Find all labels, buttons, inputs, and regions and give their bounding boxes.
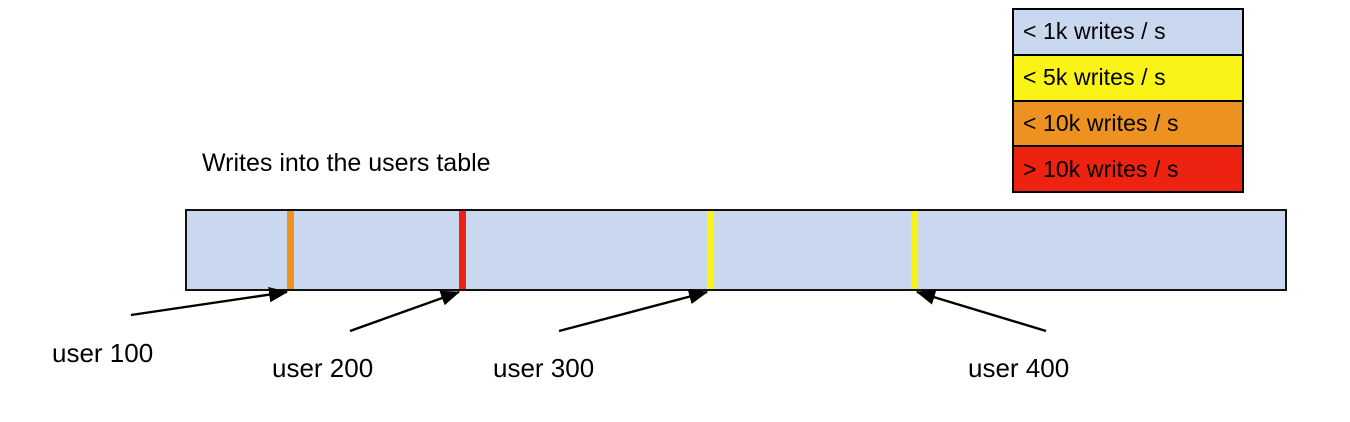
chart-title: Writes into the users table: [202, 149, 491, 177]
legend-row-over-10k: > 10k writes / s: [1014, 147, 1242, 191]
legend-label-over-10k: > 10k writes / s: [1023, 155, 1179, 182]
legend: < 1k writes / s < 5k writes / s < 10k wr…: [1012, 8, 1244, 193]
annotation-label-user-200: user 200: [272, 353, 374, 383]
annotation-label-user-400: user 400: [968, 353, 1070, 383]
legend-label-under-5k: < 5k writes / s: [1023, 64, 1166, 91]
hotspot-marker-user-100: [287, 211, 294, 289]
legend-row-under-1k: < 1k writes / s: [1014, 10, 1242, 56]
arrow-user-400: [915, 289, 1047, 333]
arrow-user-300: [558, 289, 709, 333]
annotation-label-user-300: user 300: [493, 353, 595, 383]
users-table-band: [185, 209, 1287, 291]
hotspot-marker-user-300: [707, 211, 714, 289]
arrow-user-200: [349, 290, 461, 333]
annotation-label-user-100: user 100: [52, 338, 154, 368]
legend-row-under-10k: < 10k writes / s: [1014, 101, 1242, 148]
legend-row-under-5k: < 5k writes / s: [1014, 55, 1242, 102]
hotspot-marker-user-200: [459, 211, 466, 289]
legend-label-under-10k: < 10k writes / s: [1023, 109, 1179, 136]
hotspot-marker-user-400: [911, 211, 918, 289]
legend-label-under-1k: < 1k writes / s: [1023, 18, 1166, 45]
arrow-user-100: [130, 287, 289, 317]
